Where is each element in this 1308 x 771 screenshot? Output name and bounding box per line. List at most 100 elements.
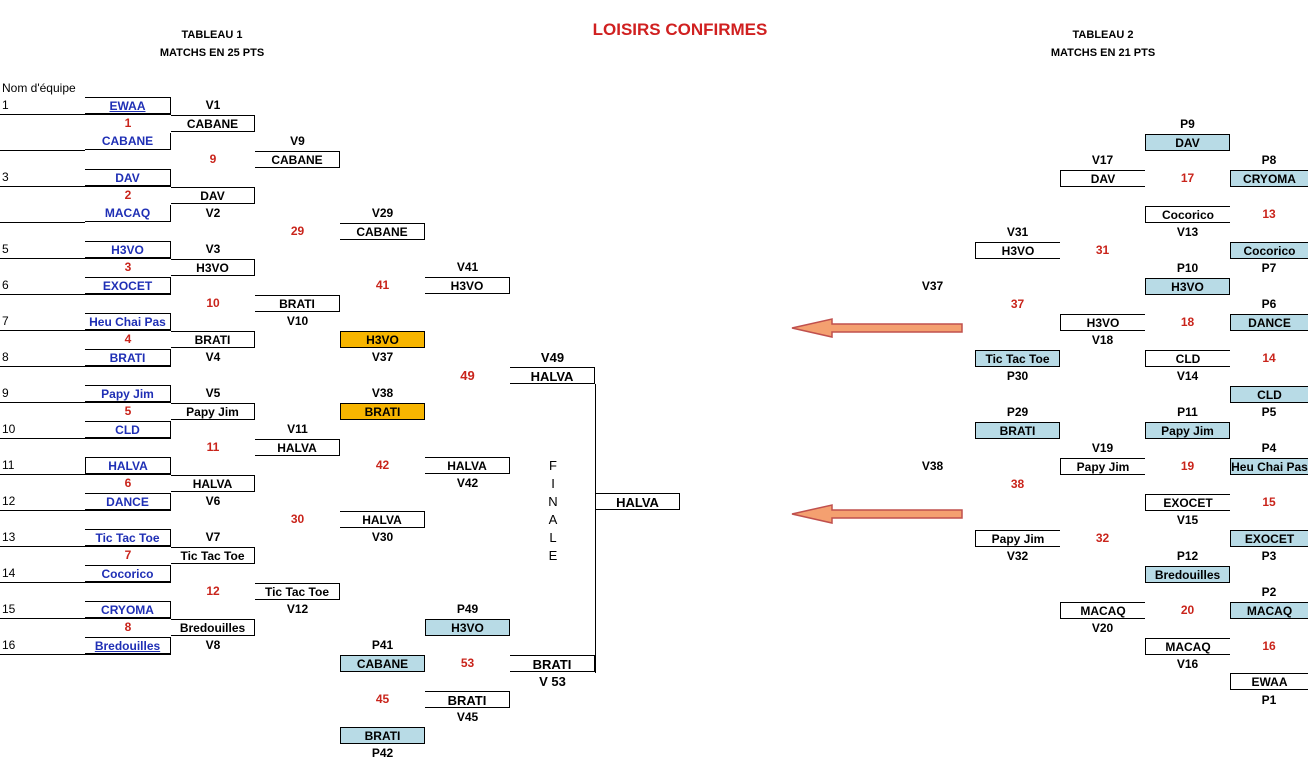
bracket-cell: BRATI	[425, 691, 510, 708]
bracket-cell: V37	[371, 350, 394, 364]
bracket-cell: H3VO	[425, 619, 510, 636]
bracket-cell: DAV	[1060, 170, 1145, 187]
bracket-cell: CLD	[1145, 350, 1230, 367]
bracket-cell: V7	[205, 530, 221, 544]
bracket-cell: CABANE	[255, 151, 340, 168]
arrow-left-icon	[791, 504, 963, 524]
bracket-cell: 11	[2, 458, 15, 472]
row-line	[0, 330, 171, 331]
bracket-cell: 14	[2, 566, 16, 580]
bracket-cell: V4	[205, 350, 221, 364]
row-line	[0, 366, 171, 367]
bracket-cell: 9	[209, 152, 217, 166]
bracket-cell: Tic Tac Toe	[975, 350, 1060, 367]
page-title: LOISIRS CONFIRMES	[592, 20, 768, 39]
bracket-cell: V13	[1176, 225, 1199, 239]
tableau2-subtitle: MATCHS EN 21 PTS	[1050, 47, 1156, 59]
bracket-cell: V20	[1091, 621, 1114, 635]
bracket-cell: CLD	[1230, 386, 1308, 403]
bracket-cell: 45	[375, 692, 390, 706]
bracket-cell: P30	[1006, 369, 1029, 383]
bracket-cell: HALVA	[255, 439, 340, 456]
bracket-cell: CABANE	[85, 133, 171, 150]
bracket-cell: V15	[1176, 513, 1199, 527]
bracket-cell: P9	[1180, 117, 1195, 131]
bracket-cell: V32	[1006, 549, 1029, 563]
bracket-cell: 2	[124, 188, 132, 202]
bracket-cell: V17	[1091, 153, 1114, 167]
bracket-cell: H3VO	[85, 241, 171, 258]
bracket-cell: P7	[1261, 261, 1277, 275]
bracket-cell: V45	[456, 710, 479, 724]
bracket-cell: 30	[290, 512, 305, 526]
bracket-cell: DAV	[1145, 134, 1230, 151]
bracket-cell: BRATI	[171, 331, 255, 348]
bracket-cell: V16	[1176, 657, 1199, 671]
bracket-cell: MACAQ	[1060, 602, 1145, 619]
bracket-cell: 5	[2, 242, 9, 256]
bracket-cell: 11	[206, 440, 220, 454]
bracket-cell: P49	[456, 602, 479, 616]
bracket-cell: P4	[1261, 441, 1277, 455]
finale-letter: A	[548, 512, 558, 527]
bracket-cell: 32	[1095, 531, 1110, 545]
row-line	[0, 258, 171, 259]
bracket-cell: Bredouilles	[1145, 566, 1230, 583]
bracket-cell: Papy Jim	[85, 385, 171, 402]
bracket-cell: BRATI	[340, 403, 425, 420]
bracket-cell: V1	[205, 98, 221, 112]
row-line	[0, 474, 171, 475]
tableau1-header: TABLEAU 1 MATCHS EN 25 PTS	[132, 26, 292, 62]
bracket-cell: P12	[1176, 549, 1199, 563]
bracket-cell: Bredouilles	[171, 619, 255, 636]
bracket-cell: 31	[1095, 243, 1110, 257]
bracket-cell: 3	[2, 170, 9, 184]
bracket-cell: Heu Chai Pas	[1230, 458, 1308, 475]
bracket-cell: V41	[456, 260, 479, 274]
bracket-cell: CABANE	[340, 223, 425, 240]
bracket-cell: 6	[124, 476, 132, 490]
bracket-cell: HALVA	[340, 511, 425, 528]
row-line	[0, 186, 171, 187]
bracket-cell: 42	[375, 458, 390, 472]
bracket-cell: DANCE	[1230, 314, 1308, 331]
bracket-cell: V2	[205, 206, 221, 220]
row-line	[0, 150, 85, 151]
bracket-cell: Papy Jim	[1060, 458, 1145, 475]
bracket-cell: V18	[1091, 333, 1114, 347]
row-line	[0, 114, 171, 115]
bracket-cell: V42	[456, 476, 479, 490]
bracket-cell: V31	[1006, 225, 1029, 239]
bracket-cell: V29	[371, 206, 394, 220]
row-line	[0, 222, 85, 223]
bracket-cell: Heu Chai Pas	[85, 313, 171, 330]
bracket-cell: 17	[1180, 171, 1195, 185]
bracket-cell: 5	[124, 404, 132, 418]
bracket-cell: HALVA	[171, 475, 255, 492]
bracket-cell: EWAA	[1230, 673, 1308, 690]
bracket-cell: CRYOMA	[85, 601, 171, 618]
bracket-cell: 37	[1010, 297, 1025, 311]
bracket-cell: V19	[1091, 441, 1114, 455]
row-line	[0, 546, 171, 547]
bracket-cell: HALVA	[425, 457, 510, 474]
bracket-cell: Tic Tac Toe	[85, 529, 171, 546]
tableau1-subtitle: MATCHS EN 25 PTS	[159, 47, 265, 59]
bracket-cell: H3VO	[425, 277, 510, 294]
bracket-cell: H3VO	[340, 331, 425, 348]
bracket-cell: HALVA	[510, 367, 595, 384]
bracket-cell: V5	[205, 386, 221, 400]
bracket-cell: V38	[921, 459, 944, 473]
bracket-cell: 29	[290, 224, 305, 238]
bracket-cell: 53	[460, 656, 475, 670]
row-line	[0, 582, 171, 583]
bracket-cell: 7	[124, 548, 132, 562]
bracket-cell: 12	[2, 494, 16, 508]
bracket-cell: MACAQ	[1145, 638, 1230, 655]
arrow-left-icon	[791, 318, 963, 338]
bracket-cell: V12	[286, 602, 309, 616]
bracket-cell: 4	[124, 332, 132, 346]
bracket-cell: 13	[2, 530, 16, 544]
finale-letter: I	[551, 476, 555, 491]
